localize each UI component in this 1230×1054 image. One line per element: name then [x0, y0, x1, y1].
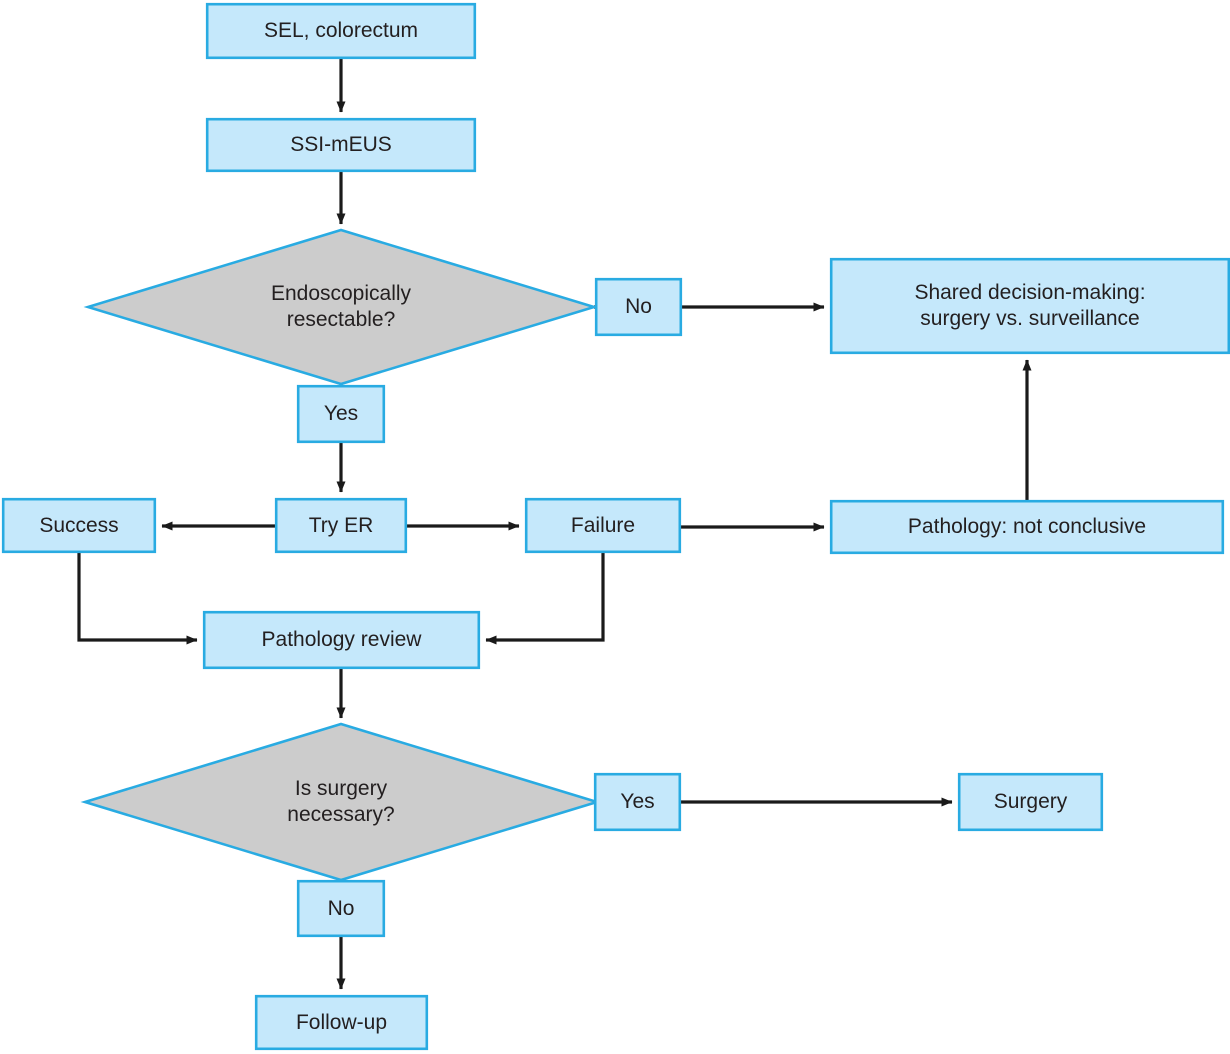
node-shape-no_resect[interactable] [594, 277, 683, 337]
node-shape-surgery[interactable] [957, 772, 1104, 832]
node-shape-yes_surgery[interactable] [593, 772, 682, 832]
edge-failure-to-path_review [485, 553, 605, 645]
edge-layer [77, 59, 1032, 990]
node-shape-follow_up[interactable] [254, 994, 429, 1051]
node-shape-yes_resect[interactable] [296, 384, 386, 444]
node-shape-sel[interactable] [205, 2, 477, 60]
node-shape-failure[interactable] [524, 497, 682, 554]
node-shape-try_er[interactable] [274, 497, 408, 554]
edge-success-to-path_review [77, 553, 198, 645]
node-shape-no_surgery[interactable] [296, 879, 386, 938]
node-shape-resectable[interactable] [83, 228, 599, 386]
node-shape-success[interactable] [1, 497, 157, 554]
node-shape-path_review[interactable] [202, 610, 481, 670]
node-shape-shared[interactable] [829, 257, 1230, 355]
node-shape-path_nonconcl[interactable] [829, 499, 1225, 555]
node-shape-surgery_needed[interactable] [80, 722, 602, 882]
node-shape-ssi_meus[interactable] [205, 117, 477, 173]
